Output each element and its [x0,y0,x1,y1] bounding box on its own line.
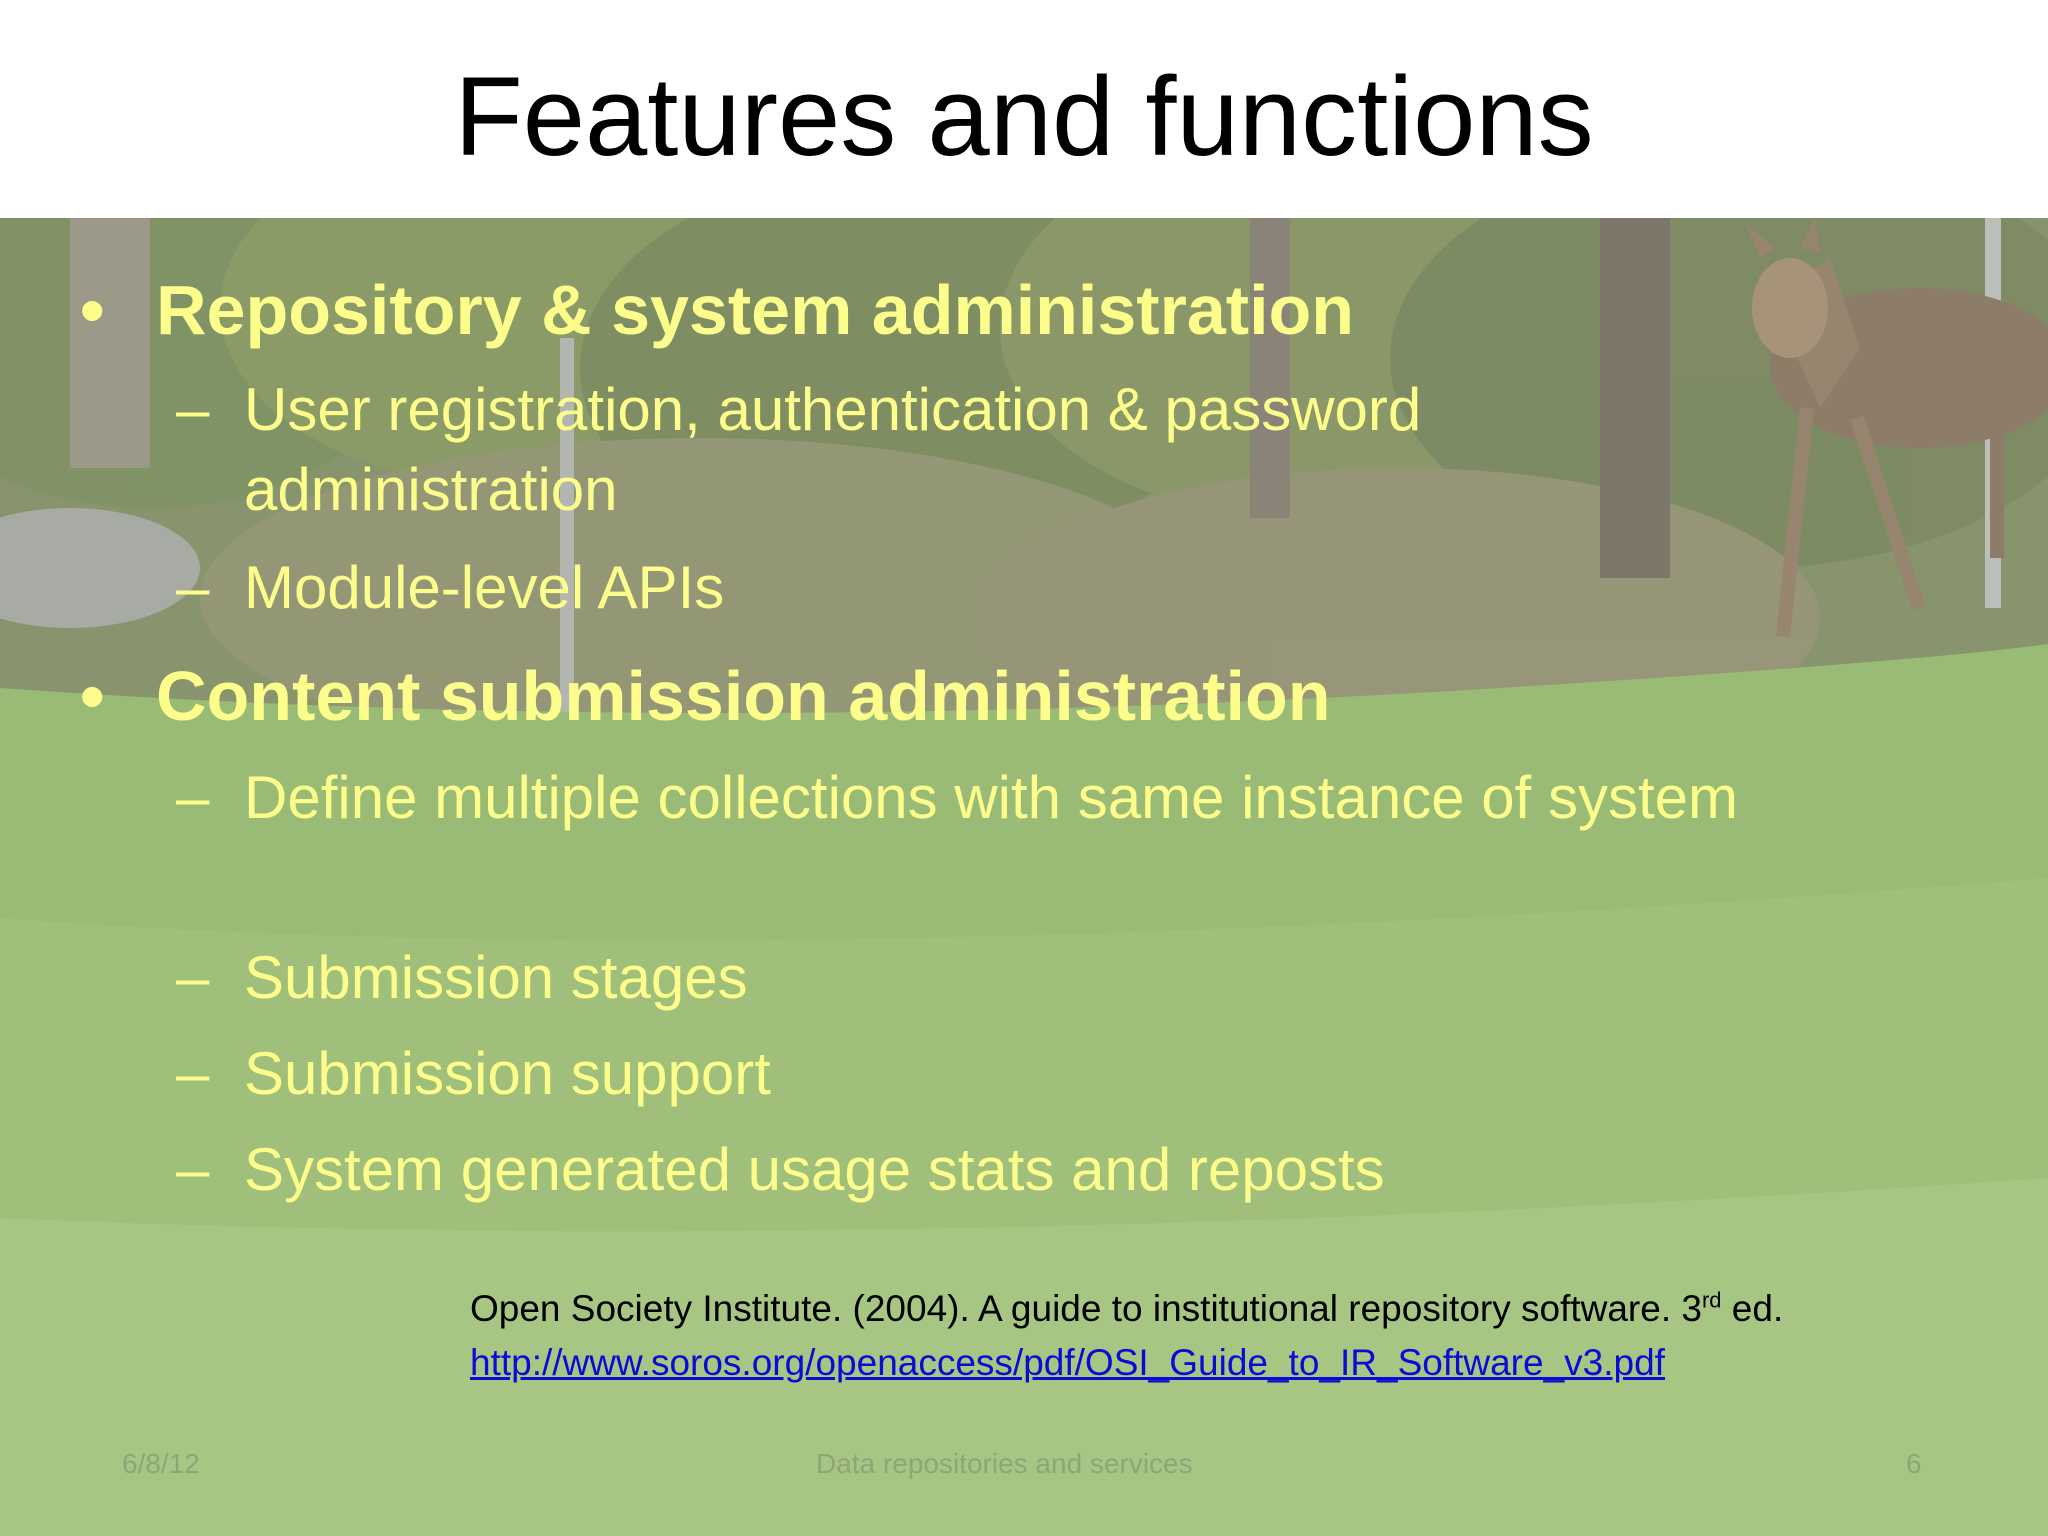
photo-overlay [0,218,2048,1536]
sub-bullet-label: Define multiple collections with same in… [244,764,1738,831]
citation-suffix: ed. [1721,1288,1784,1329]
footer-date: 6/8/12 [122,1448,200,1479]
citation: Open Society Institute. (2004). A guide … [470,1282,1783,1390]
background-photo [0,218,2048,1536]
deer-figure [1745,218,2048,638]
footer-title: Data repositories and services [816,1448,1193,1479]
sub-bullet-label: Submission support [244,1040,771,1107]
sub-bullet-label: System generated usage stats and reposts [244,1136,1385,1203]
title-band: Features and functions [0,0,2048,218]
citation-reference: Open Society Institute. (2004). A guide … [470,1282,1783,1336]
dash-glyph: – [176,1040,210,1107]
sub-bullet-label: Module-level APIs [244,554,725,621]
bullet-glyph: • [80,271,105,349]
citation-text: Open Society Institute. (2004). A guide … [470,1288,1702,1329]
bullet-label: Content submission administration [156,657,1331,735]
dash-glyph: – [176,554,210,621]
slide-title: Features and functions [454,54,1594,179]
sub-bullet-label: Submission stages [244,944,748,1011]
sub-bullet-label: User registration, authentication & pass… [244,376,1422,523]
deer-in-yard-illustration [0,218,2048,1536]
dash-glyph: – [176,1136,210,1203]
dash-glyph: – [176,764,210,831]
dash-glyph: – [176,944,210,1011]
footer-page-number: 6 [1906,1448,1922,1479]
bullet-glyph: • [80,657,105,735]
dash-glyph: – [176,376,210,443]
citation-link[interactable]: http://www.soros.org/openaccess/pdf/OSI_… [470,1342,1665,1383]
citation-superscript: rd [1701,1287,1722,1313]
bullet-label: Repository & system administration [156,271,1355,349]
